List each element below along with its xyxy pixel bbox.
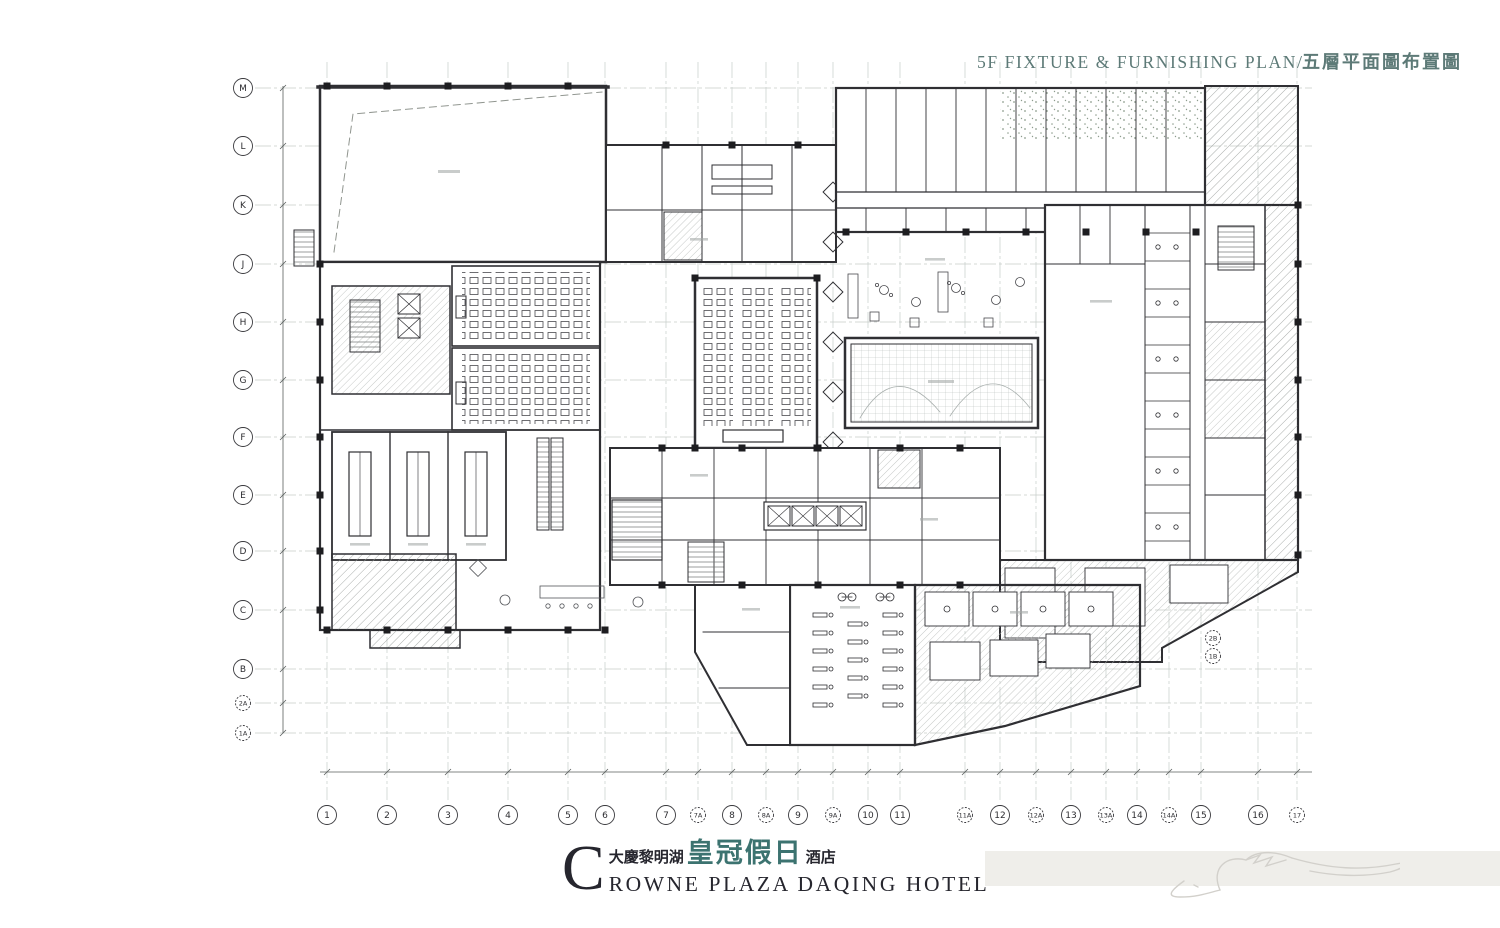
zone-spa-block — [913, 583, 1142, 747]
zone-west-wing — [318, 260, 644, 649]
svg-text:1: 1 — [324, 811, 330, 821]
zone-restaurant — [847, 258, 1025, 328]
logo-english-line: ROWNE PLAZA DAQING HOTEL — [608, 872, 990, 896]
zone-south-center-rooms — [694, 584, 791, 746]
sheet-title-separator: / — [1296, 52, 1302, 72]
svg-text:8: 8 — [729, 811, 735, 821]
zone-pool — [843, 336, 1040, 430]
floor-plan-geometry — [293, 84, 1300, 747]
sheet-title-en: 5F FIXTURE & FURNISHING PLAN — [977, 52, 1297, 72]
svg-text:H: H — [240, 318, 247, 328]
svg-text:C: C — [240, 606, 246, 616]
svg-text:10: 10 — [862, 811, 874, 821]
svg-text:K: K — [240, 201, 247, 211]
logo-cn-brand: 皇冠假日 — [686, 838, 803, 868]
svg-text:13A: 13A — [1100, 811, 1113, 819]
logo-cn-suffix: 酒店 — [805, 849, 836, 866]
svg-text:7A: 7A — [694, 811, 703, 819]
svg-text:1A: 1A — [239, 729, 248, 737]
svg-text:6: 6 — [602, 811, 608, 821]
svg-text:J: J — [241, 260, 245, 270]
svg-text:15: 15 — [1195, 811, 1206, 821]
svg-text:M: M — [239, 84, 247, 94]
hotel-logo: C 大慶黎明湖 皇冠假日 酒店 ROWNE PLAZA DAQING HOTEL — [562, 832, 990, 903]
svg-text:9A: 9A — [829, 811, 838, 819]
svg-text:E: E — [240, 491, 246, 501]
svg-text:D: D — [240, 547, 247, 557]
svg-text:5: 5 — [565, 811, 571, 821]
svg-text:G: G — [240, 376, 247, 386]
svg-text:1B: 1B — [1209, 652, 1218, 660]
logo-initial: C — [562, 832, 605, 903]
svg-text:2A: 2A — [239, 699, 248, 707]
svg-text:2: 2 — [384, 811, 390, 821]
dimension-lines — [279, 84, 1312, 776]
zone-gym — [788, 583, 917, 747]
svg-text:F: F — [240, 433, 245, 443]
sheet-title: 5F FIXTURE & FURNISHING PLAN/五層平面圖布置圖 — [977, 48, 1462, 74]
svg-text:13: 13 — [1065, 811, 1076, 821]
svg-text:2B: 2B — [1209, 634, 1218, 642]
svg-text:8A: 8A — [762, 811, 771, 819]
zone-auditorium — [693, 276, 819, 450]
logo-chinese-line: 大慶黎明湖 皇冠假日 酒店 — [609, 840, 990, 871]
svg-text:11: 11 — [894, 811, 905, 821]
svg-text:3: 3 — [445, 811, 451, 821]
svg-text:9: 9 — [795, 811, 801, 821]
zone-north-wing — [605, 144, 837, 263]
logo-cn-prefix: 大慶黎明湖 — [608, 849, 684, 866]
sheet-title-zh: 五層平面圖布置圖 — [1302, 52, 1462, 72]
zone-atrium-void — [316, 84, 610, 264]
exterior-stair — [293, 229, 315, 267]
svg-text:14: 14 — [1131, 811, 1143, 821]
footer-band — [985, 851, 1500, 886]
svg-text:B: B — [240, 665, 246, 675]
svg-text:12A: 12A — [1030, 811, 1043, 819]
zone-central-core — [609, 447, 1001, 586]
svg-text:7: 7 — [663, 811, 669, 821]
svg-text:16: 16 — [1252, 811, 1264, 821]
horse-sketch — [1170, 851, 1400, 898]
svg-text:12: 12 — [994, 811, 1005, 821]
zone-roof-northeast — [1204, 85, 1299, 206]
svg-text:4: 4 — [505, 811, 511, 821]
svg-text:14A: 14A — [1163, 811, 1176, 819]
svg-text:17: 17 — [1293, 811, 1301, 819]
svg-text:L: L — [240, 142, 245, 152]
structural-columns — [316, 82, 1302, 634]
svg-text:11A: 11A — [959, 811, 972, 819]
